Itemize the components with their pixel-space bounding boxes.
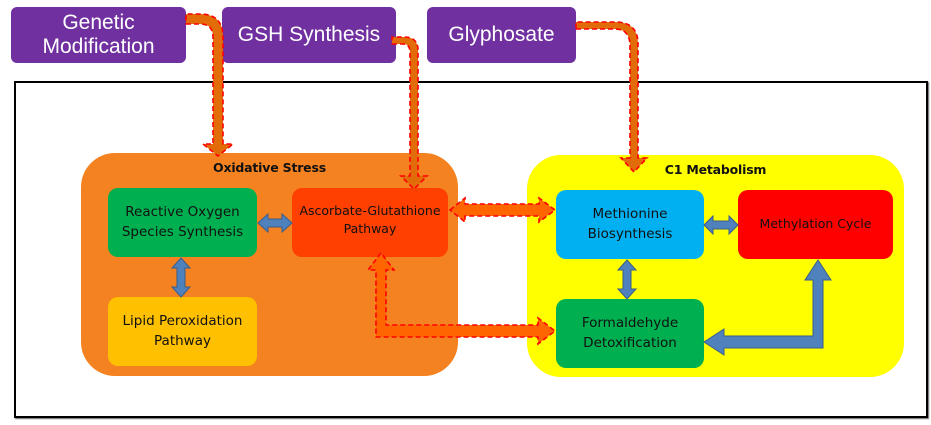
node-ros-line1: Reactive Oxygen — [125, 203, 240, 220]
arrow-methylation-formaldehyde[interactable] — [703, 259, 832, 356]
arrow-ascorbate-formaldehyde[interactable] — [366, 251, 557, 346]
arrow-ros-lipid[interactable] — [170, 257, 192, 298]
node-methionine-biosynthesis[interactable]: Methionine Biosynthesis — [556, 190, 704, 259]
arrow-glyphosate-to-c1[interactable] — [575, 21, 649, 174]
node-lipid-line1: Lipid Peroxidation — [122, 312, 243, 329]
input-gsh-synthesis-label: GSH Synthesis — [237, 22, 381, 46]
group-c1-metabolism-title: C1 Metabolism — [664, 162, 767, 177]
arrow-methionine-methylation[interactable] — [703, 214, 739, 236]
arrow-ascorbate-methionine[interactable] — [448, 196, 557, 224]
node-methionine-line1: Methionine — [592, 205, 668, 222]
input-glyphosate-label: Glyphosate — [448, 22, 555, 46]
input-gsh-synthesis[interactable]: GSH Synthesis — [222, 7, 396, 63]
node-ros-synthesis[interactable]: Reactive Oxygen Species Synthesis — [108, 188, 257, 257]
node-methylation-line1: Methylation Cycle — [759, 216, 872, 232]
node-lipid-peroxidation[interactable]: Lipid Peroxidation Pathway — [108, 297, 257, 366]
node-methionine-line2: Biosynthesis — [587, 225, 673, 242]
arrow-methionine-formaldehyde[interactable] — [616, 259, 638, 300]
arrow-ros-ascorbate[interactable] — [257, 212, 293, 234]
node-asc-line1: Ascorbate-Glutathione — [299, 203, 441, 218]
node-formaldehyde-detoxification[interactable]: Formaldehyde Detoxification — [556, 299, 704, 368]
node-methylation-cycle[interactable]: Methylation Cycle — [738, 190, 893, 259]
node-lipid-line2: Pathway — [154, 332, 211, 349]
node-ros-line2: Species Synthesis — [121, 223, 244, 240]
input-genetic-modification-line1: Genetic — [62, 10, 135, 34]
arrow-genetic-to-oxidative[interactable] — [185, 13, 236, 158]
node-asc-line2: Pathway — [343, 221, 397, 237]
system-boundary-frame — [14, 81, 928, 418]
input-genetic-modification[interactable]: Genetic Modification — [11, 7, 186, 63]
node-formaldehyde-line1: Formaldehyde — [581, 314, 679, 331]
input-glyphosate[interactable]: Glyphosate — [427, 7, 576, 63]
group-oxidative-stress-title: Oxidative Stress — [213, 160, 326, 175]
node-ascorbate-glutathione[interactable]: Ascorbate-Glutathione Pathway — [292, 188, 448, 257]
node-formaldehyde-line2: Detoxification — [583, 334, 677, 351]
input-genetic-modification-line2: Modification — [42, 35, 155, 58]
